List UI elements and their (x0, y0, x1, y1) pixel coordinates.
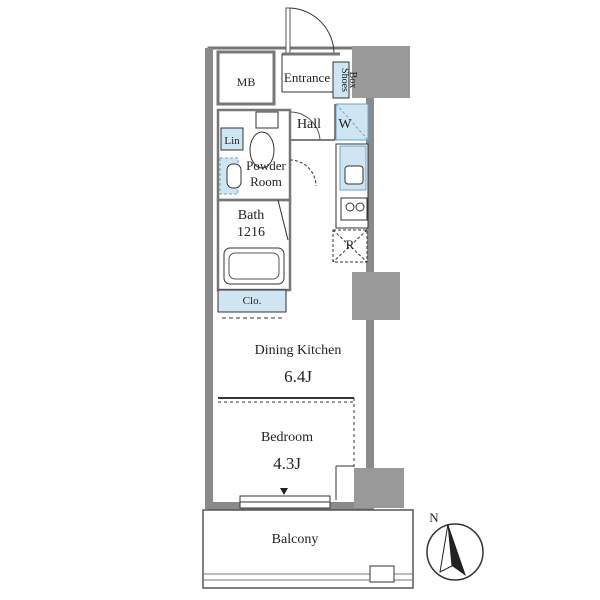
label-mb: MB (237, 75, 256, 89)
label-hall: Hall (297, 117, 321, 132)
label-balcony: Balcony (272, 532, 319, 547)
closet (217, 289, 287, 319)
label-bath: Bath (238, 208, 264, 223)
label-shoes: Shoes (339, 68, 350, 92)
compass-icon (426, 523, 484, 581)
label-dining-kitchen: Dining Kitchen (255, 343, 342, 358)
label-entrance: Entrance (284, 70, 330, 85)
toilet-block (216, 108, 317, 202)
label-r: R (346, 237, 355, 252)
label-clo: Clo. (243, 295, 262, 307)
label-dining-kitchen-size: 6.4J (284, 367, 312, 386)
refrigerator (332, 229, 368, 263)
label-lin: Lin (224, 135, 240, 147)
entrance-door (281, 7, 340, 93)
washer-area (335, 103, 369, 141)
column-top-right (352, 46, 410, 98)
label-w: W (338, 117, 352, 132)
partition-line (218, 397, 355, 470)
label-room: Room (250, 174, 282, 189)
label-bedroom-size: 4.3J (273, 454, 301, 473)
label-compass-n: N (429, 510, 439, 525)
label-bath-size: 1216 (237, 225, 265, 240)
balcony (202, 509, 414, 589)
label-bedroom: Bedroom (261, 430, 313, 445)
shoes-box (332, 61, 350, 99)
label-powder: Powder (246, 158, 286, 173)
column-mid-right (352, 272, 400, 320)
hall-lines (289, 104, 336, 141)
kitchen-counter (335, 143, 369, 229)
balcony-window (239, 488, 331, 509)
mb-room (216, 50, 276, 106)
bedroom-recess (335, 465, 404, 508)
label-box: Box (347, 72, 358, 89)
